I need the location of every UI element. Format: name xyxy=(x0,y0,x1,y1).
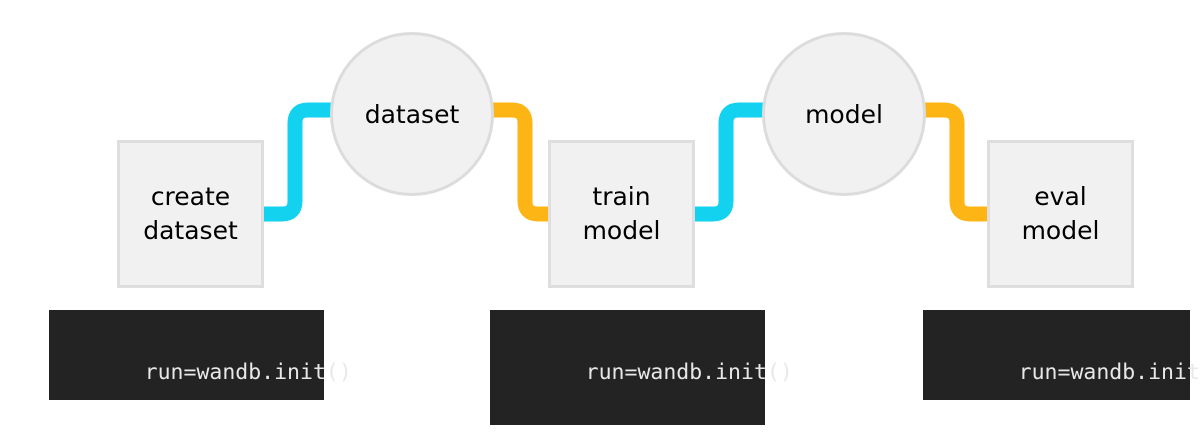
code-block-train-model: run=wandb.init() run.log_artifact() run.… xyxy=(490,310,793,425)
process-node-label-line1: create xyxy=(150,181,231,211)
process-node-label-line2: model xyxy=(1021,216,1100,245)
code-line: run.use_artifact() xyxy=(941,422,1172,440)
code-token: run=wandb.init() xyxy=(585,359,793,385)
artifact-node-dataset[interactable]: dataset xyxy=(330,32,494,196)
process-node-label-line2: model xyxy=(582,216,661,245)
edge-model-to-eval-model xyxy=(916,102,995,222)
process-node-label-line1: train xyxy=(592,181,651,211)
edge-dataset-to-train-model xyxy=(484,102,556,222)
process-node-eval-model[interactable]: eval model xyxy=(987,140,1134,288)
code-block-eval-model: run=wandb.init() run.use_artifact() xyxy=(923,310,1202,400)
code-line: run=wandb.init() xyxy=(67,324,352,422)
code-line: run=wandb.init() xyxy=(508,324,793,422)
edge-create-dataset-to-dataset xyxy=(264,102,340,222)
edge-train-model-to-model xyxy=(695,102,772,222)
code-line: run=wandb.init() xyxy=(941,324,1202,422)
process-node-train-model[interactable]: train model xyxy=(548,140,695,288)
process-node-label-line1: eval xyxy=(1034,181,1087,211)
artifact-node-model[interactable]: model xyxy=(762,32,926,196)
code-line: run.log_artifact() xyxy=(508,422,747,440)
code-block-create-dataset: run=wandb.init() run.log_artifact() xyxy=(49,310,352,400)
process-node-create-dataset[interactable]: create dataset xyxy=(117,140,264,288)
code-token: run=wandb.init() xyxy=(144,359,352,385)
code-line: run.log_artifact() xyxy=(67,422,306,440)
code-token: run=wandb.init() xyxy=(1018,359,1202,385)
artifact-node-label: dataset xyxy=(364,99,460,129)
artifact-node-label: model xyxy=(805,99,883,129)
process-node-label-line2: dataset xyxy=(143,216,238,245)
